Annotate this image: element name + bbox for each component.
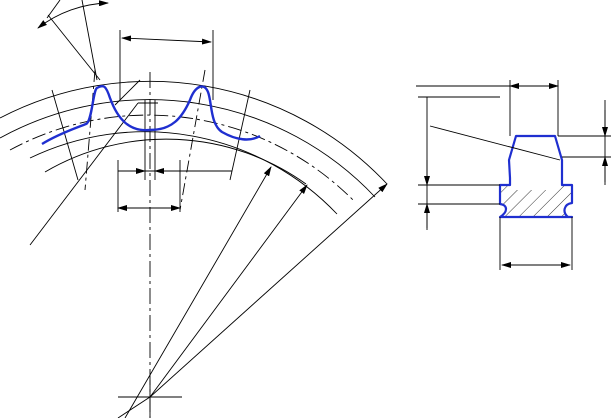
leader-root [29, 102, 139, 246]
tooth-side-left [51, 89, 79, 181]
addendum-circle-arc [0, 99, 376, 198]
angle-leader-top [46, 0, 61, 19]
radius-line-pitch [124, 166, 272, 418]
angle-leader-2 [81, 0, 98, 81]
dedendum-circle-arc [29, 131, 338, 215]
rim-section-hatch [500, 185, 572, 217]
radius-line-lower [117, 396, 151, 418]
root-inner-arc [44, 138, 307, 185]
width-dim-line [121, 35, 212, 45]
rim-section-outline [498, 134, 574, 219]
angle-leader-1 [47, 14, 101, 81]
radius-line-outer [149, 183, 388, 398]
tooth-profile-view [0, 0, 388, 418]
tooth-side-right [229, 89, 251, 181]
rim-section-view [416, 80, 611, 270]
pitch-circle-arc [9, 114, 356, 203]
tooth-axis-right [179, 69, 206, 211]
angle-dimension-arc [37, 0, 109, 29]
section-leader [429, 125, 561, 161]
radius-line-addendum [149, 184, 308, 398]
tooth-profile-curve [41, 84, 261, 146]
leader-tooth-tip [114, 79, 141, 106]
